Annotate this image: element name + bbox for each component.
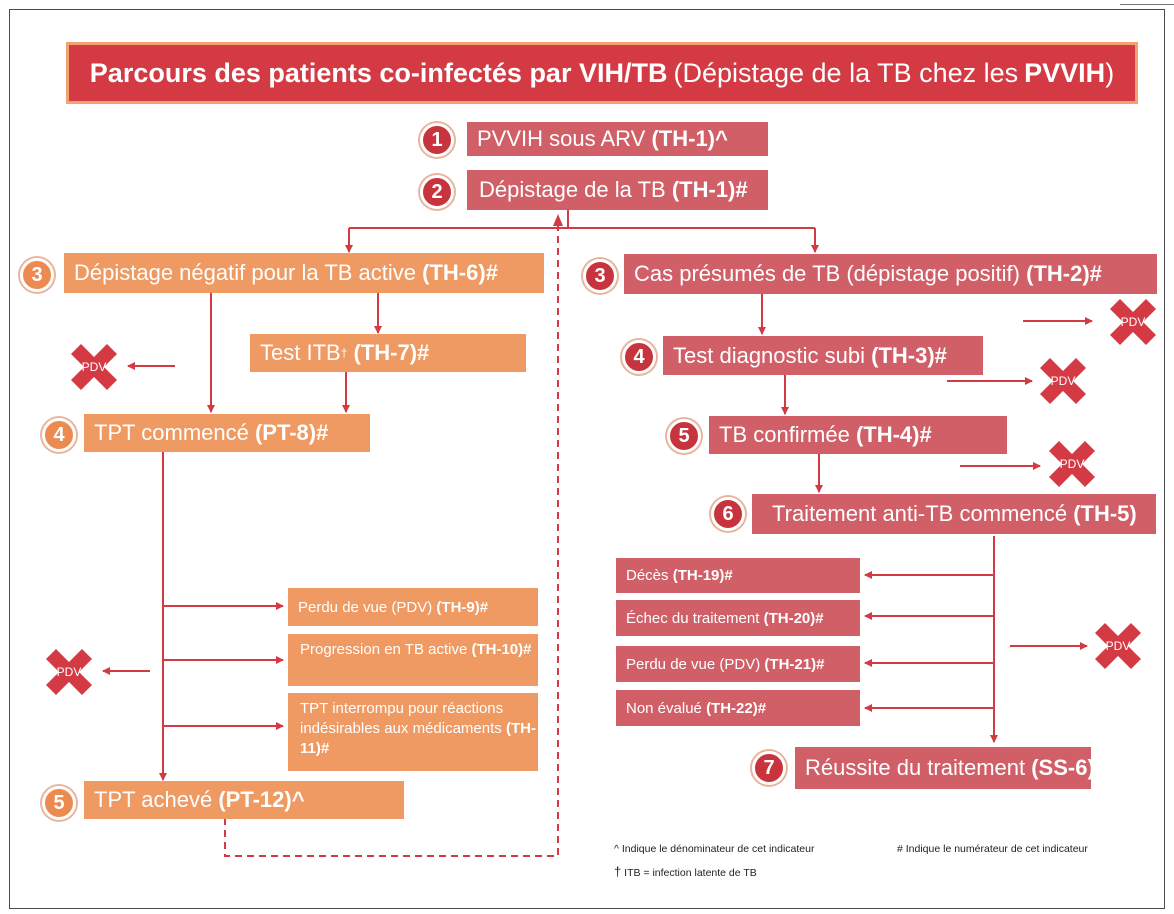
right-step-number-6: 6 (711, 497, 745, 531)
left4-text: TPT commencé (94, 420, 249, 445)
pdv-label: PDV (1105, 639, 1131, 653)
left3-text: Dépistage négatif pour la TB active (74, 260, 417, 285)
title-bold-2: PVVIH (1024, 57, 1106, 88)
left-out2-text: Progression en TB active (300, 641, 468, 658)
title-end: ) (1105, 57, 1115, 88)
right-out2-text: Échec du traitement (626, 609, 760, 627)
left-out3-code: (TH-11)# (300, 720, 536, 757)
pdv-label: PDV (1059, 457, 1085, 471)
right4-code: (TH-3)# (871, 342, 947, 368)
right-step-number-4: 4 (622, 340, 656, 374)
right-step-box-3: Cas présumés de TB (dépistage positif) (… (624, 254, 1157, 294)
right4-text: Test diagnostic subi (673, 342, 865, 368)
right-out1-text: Décès (626, 567, 669, 584)
right-out3-text: Perdu de vue (PDV) (626, 655, 761, 673)
itb-sup: † (340, 346, 348, 360)
legend-caret: ^ Indique le dénominateur de cet indicat… (614, 843, 815, 855)
title-normal: (Dépistage de la TB chez les (673, 57, 1019, 88)
left-outcome-1: Perdu de vue (PDV) (TH-9)# (288, 588, 538, 626)
pdv-cross-icon-right-3: PDV (1045, 437, 1099, 491)
legend-dagger-text: ITB = infection latente de TB (624, 867, 757, 879)
itb-code: (TH-7)# (353, 340, 430, 365)
right-out3-code: (TH-21)# (764, 655, 825, 673)
right3-code: (TH-2)# (1026, 261, 1102, 286)
left-step-number-5: 5 (42, 786, 76, 820)
pdv-cross-icon-left-1: PDV (67, 340, 121, 394)
right-step-number-3: 3 (583, 259, 617, 293)
left-outcome-3: TPT interrompu pour réactions indésirabl… (288, 693, 538, 771)
left-step-box-4: TPT commencé (PT-8)# (84, 414, 370, 452)
legend-dagger-sym: † (614, 864, 622, 879)
pdv-cross-icon-right-2: PDV (1036, 354, 1090, 408)
left-step-number-3: 3 (20, 258, 54, 292)
left-outcome-2: Progression en TB active (TH-10)# (288, 634, 538, 686)
itb-test-box: Test ITB† (TH-7)# (250, 334, 526, 372)
itb-text: Test ITB (260, 340, 341, 365)
right-step-number-5: 5 (667, 419, 701, 453)
dashed-return-loop (224, 218, 559, 857)
pdv-label: PDV (81, 360, 107, 374)
pdv-cross-icon-left-2: PDV (42, 645, 96, 699)
right-step-box-5: TB confirmée (TH-4)# (709, 416, 1007, 454)
dashed-arrowhead (553, 214, 563, 226)
right6-code: (TH-5) (1073, 501, 1137, 526)
left-out1-text: Perdu de vue (PDV) (298, 598, 433, 616)
left-out2-code: (TH-10)# (471, 641, 532, 658)
right7-code: (SS-6) (1031, 755, 1095, 780)
right7-text: Réussite du traitement (805, 755, 1026, 780)
right-step-box-6: Traitement anti-TB commencé (TH-5) (752, 494, 1156, 534)
pdv-cross-icon-right-4: PDV (1091, 619, 1145, 673)
right-out2-code: (TH-20)# (763, 609, 824, 627)
step2-text: Dépistage de la TB (479, 177, 666, 202)
left-out1-code: (TH-9)# (436, 598, 489, 616)
pdv-label: PDV (56, 665, 82, 679)
right-outcome-2: Échec du traitement (TH-20)# (616, 600, 860, 636)
right-out4-text: Non évalué (626, 699, 702, 717)
step-number-1: 1 (420, 123, 454, 157)
right5-text: TB confirmée (719, 422, 850, 447)
right-outcome-3: Perdu de vue (PDV) (TH-21)# (616, 646, 860, 682)
right-step-box-7: Réussite du traitement (SS-6) (795, 747, 1095, 789)
left-step-number-4: 4 (42, 418, 76, 452)
legend-hash: # Indique le numérateur de cet indicateu… (897, 843, 1088, 855)
left-step-box-3: Dépistage négatif pour la TB active (TH-… (64, 253, 544, 293)
top-edge-line (1120, 4, 1174, 5)
step1-text: PVVIH sous ARV (477, 126, 646, 151)
right-outcome-4: Non évalué (TH-22)# (616, 690, 860, 726)
diagram-title: Parcours des patients co-infectés par VI… (66, 42, 1138, 104)
title-bold-1: Parcours des patients co-infectés par VI… (89, 57, 668, 88)
right6-text: Traitement anti-TB commencé (772, 501, 1068, 526)
right-step-number-7: 7 (752, 751, 786, 785)
left-step-box-5: TPT achevé (PT-12)^ (84, 781, 404, 819)
left4-code: (PT-8)# (254, 420, 329, 445)
right-out4-code: (TH-22)# (706, 699, 767, 717)
pdv-cross-icon-right-1: PDV (1106, 295, 1160, 349)
step1-code: (TH-1)^ (651, 126, 728, 151)
pdv-label: PDV (1050, 374, 1076, 388)
right3-text: Cas présumés de TB (dépistage positif) (634, 261, 1020, 286)
right-step-box-4: Test diagnostic subi (TH-3)# (663, 336, 983, 375)
left5-text: TPT achevé (94, 787, 213, 812)
left5-code: (PT-12)^ (218, 787, 305, 812)
legend-dagger: † ITB = infection latente de TB (614, 864, 757, 879)
right-out1-code: (TH-19)# (672, 567, 733, 584)
step-number-2: 2 (420, 175, 454, 209)
left3-code: (TH-6)# (422, 260, 498, 285)
right5-code: (TH-4)# (855, 422, 932, 447)
left-out3-text: TPT interrompu pour réactions indésirabl… (300, 700, 504, 737)
step-box-1: PVVIH sous ARV (TH-1)^ (467, 122, 768, 156)
step-box-2: Dépistage de la TB (TH-1)# (467, 170, 768, 210)
pdv-label: PDV (1120, 315, 1146, 329)
step2-code: (TH-1)# (671, 177, 748, 202)
right-outcome-1: Décès (TH-19)# (616, 558, 860, 593)
